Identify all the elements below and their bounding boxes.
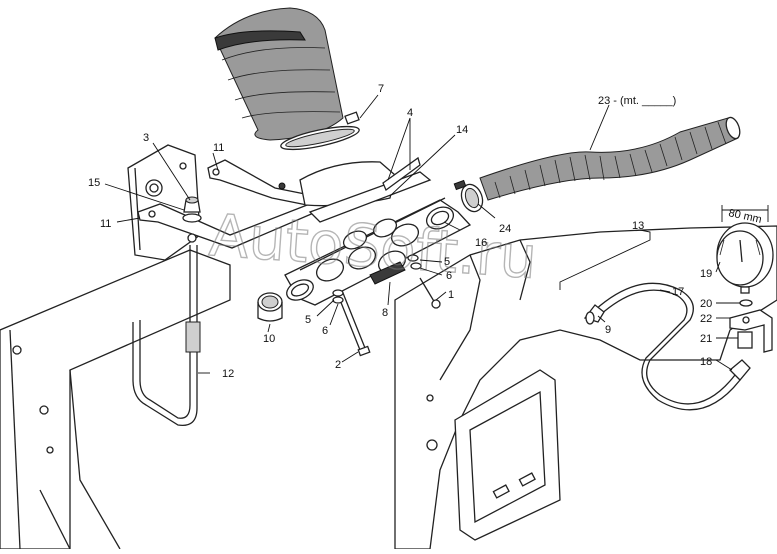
callout-14: 14 [456, 124, 468, 136]
callout-1: 1 [448, 289, 454, 301]
main-frame [394, 225, 777, 550]
callout-8: 8 [382, 307, 388, 319]
callout-6-left: 6 [322, 325, 328, 337]
cover-plate [278, 156, 432, 223]
callout-16: 16 [475, 237, 487, 249]
callout-11-bottom: 11 [100, 218, 111, 230]
callout-15: 15 [88, 177, 100, 189]
callout-23: 23 - (mt. _____) [598, 95, 676, 107]
exhaust-pipe [214, 7, 360, 151]
callout-19: 19 [700, 268, 712, 280]
flexible-hose [479, 116, 741, 201]
callout-21: 21 [700, 333, 712, 345]
callout-4: 4 [407, 107, 413, 119]
watermark: AutoSoft.ru [206, 200, 540, 292]
watermark-text: AutoSoft.ru [207, 201, 539, 292]
gauge-line [583, 282, 751, 411]
callout-20: 20 [700, 298, 712, 310]
callout-11-top: 11 [213, 142, 224, 154]
callout-18: 18 [700, 356, 712, 368]
hose-clamp [453, 179, 484, 213]
callout-17: 17 [672, 286, 684, 298]
callout-9: 9 [605, 324, 611, 336]
nut-washer [182, 196, 202, 223]
callout-2: 2 [335, 359, 341, 371]
callout-5-left: 5 [305, 314, 311, 326]
callout-22: 22 [700, 313, 712, 325]
callout-labels: 3 15 11 11 12 7 4 14 16 24 23 - (mt. ___… [88, 83, 763, 380]
leader-lines [104, 94, 740, 374]
gasket [257, 292, 283, 322]
washers [332, 254, 422, 304]
callout-6-right: 6 [446, 270, 452, 282]
callout-5-right: 5 [444, 256, 450, 268]
left-frame [0, 144, 231, 550]
pressure-gauge [716, 205, 774, 353]
callout-24: 24 [499, 223, 511, 235]
callout-7: 7 [378, 83, 384, 95]
callout-12: 12 [222, 368, 234, 380]
callout-10: 10 [263, 333, 275, 345]
callout-13: 13 [632, 220, 644, 232]
callout-3: 3 [143, 132, 149, 144]
manifold [284, 197, 472, 306]
u-bolt [132, 245, 201, 427]
